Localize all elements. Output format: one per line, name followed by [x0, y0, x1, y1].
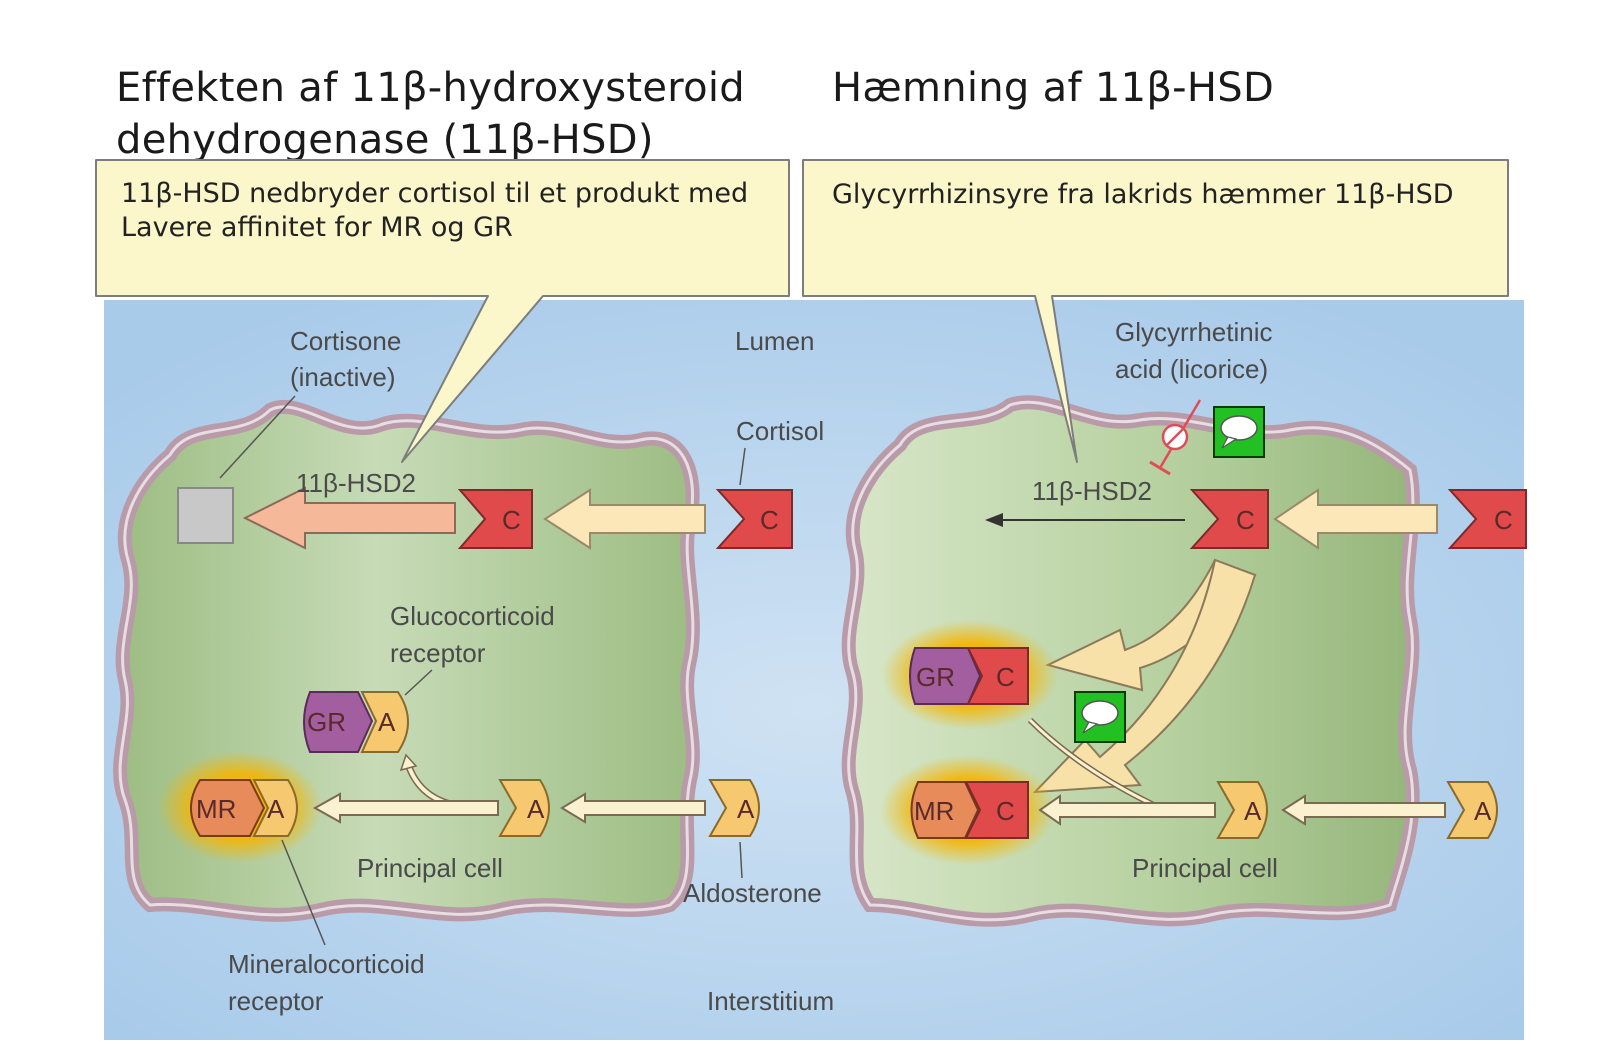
cortisol-symbol: C [1494, 505, 1513, 535]
mr-receptor [190, 779, 266, 837]
aldosterone-symbol: A [527, 794, 545, 824]
aldosterone-molecule [1446, 781, 1498, 839]
aldosterone-arrow [1281, 794, 1446, 826]
cortisol-symbol: C [996, 796, 1015, 826]
cortisol-molecule [964, 781, 1029, 839]
cortisol-symbol: C [1236, 505, 1255, 535]
aldosterone-symbol: A [1474, 796, 1492, 826]
gr-symbol: GR [916, 662, 955, 692]
hsd2-arrow-left [242, 486, 456, 550]
aldosterone-arrow [312, 792, 499, 824]
cortisol-arrow-left [543, 488, 706, 550]
cortisol-molecule [457, 489, 533, 549]
aldosterone-molecule [708, 779, 760, 837]
aldosterone-label: Aldosterone [683, 878, 822, 908]
mr-symbol: MR [914, 796, 954, 826]
aldosterone-molecule [1216, 781, 1268, 839]
callout-left-box [95, 159, 790, 463]
aldosterone-molecule [252, 779, 298, 837]
aldosterone-molecule [360, 691, 409, 753]
principal-cell-label-left: Principal cell [357, 853, 503, 883]
lumen-label: Lumen [735, 326, 815, 356]
cortisol-symbol: C [502, 505, 521, 535]
aldosterone-molecule [498, 779, 550, 837]
callout-left: 11β-HSD nedbryder cortisol til et produk… [121, 178, 749, 243]
title-left: Effekten af 11β-hydroxysteroid dehydroge… [116, 65, 745, 163]
glycyrrhetinic-label: Glycyrrhetinic [1115, 317, 1272, 347]
mr-label-receptor: receptor [228, 986, 324, 1016]
speech-bubble-icon[interactable] [1074, 691, 1126, 743]
gr-label-receptor: receptor [390, 638, 486, 668]
callout-right: Glycyrrhizinsyre fra lakrids hæmmer 11β-… [832, 179, 1454, 210]
enzyme-label-left: 11β-HSD2 [296, 468, 416, 498]
mr-receptor [910, 781, 980, 839]
aldosterone-symbol: A [267, 794, 285, 824]
gr-receptor [909, 647, 982, 705]
cortisol-molecule [715, 489, 793, 549]
aldosterone-symbol: A [378, 707, 396, 737]
mr-label: Mineralocorticoid [228, 949, 425, 979]
principal-cell-label-right: Principal cell [1132, 853, 1278, 883]
gr-receptor [303, 691, 374, 753]
cortisol-molecule [1189, 489, 1269, 549]
cortisol-label: Cortisol [736, 416, 824, 446]
aldosterone-symbol: A [737, 794, 755, 824]
title-right: Hæmning af 11β-HSD [832, 65, 1275, 111]
aldosterone-symbol: A [1244, 796, 1262, 826]
gr-symbol: GR [307, 707, 346, 737]
cortisol-symbol: C [996, 662, 1015, 692]
callout-right-box [802, 159, 1509, 463]
cortisol-symbol: C [760, 505, 779, 535]
cortisol-molecule [1447, 489, 1527, 549]
enzyme-label-right: 11β-HSD2 [1032, 476, 1152, 506]
cortisone-label: Cortisone [290, 326, 401, 356]
inhibit-icon [1149, 399, 1202, 476]
speech-bubble-icon[interactable] [1213, 406, 1265, 458]
interstitium-label: Interstitium [707, 986, 834, 1016]
mr-symbol: MR [196, 794, 236, 824]
glycyrrhetinic-acid-label: acid (licorice) [1115, 354, 1268, 384]
aldosterone-arrow [1038, 794, 1216, 826]
cortisol-molecule [966, 647, 1029, 705]
gr-label: Glucocorticoid [390, 601, 555, 631]
aldosterone-arrow [560, 792, 706, 824]
cortisol-to-mr-arrow [1032, 558, 1257, 794]
cortisone-box [177, 487, 234, 544]
cortisol-arrow-right [1273, 488, 1438, 550]
cortisone-inactive-label: (inactive) [290, 362, 395, 392]
